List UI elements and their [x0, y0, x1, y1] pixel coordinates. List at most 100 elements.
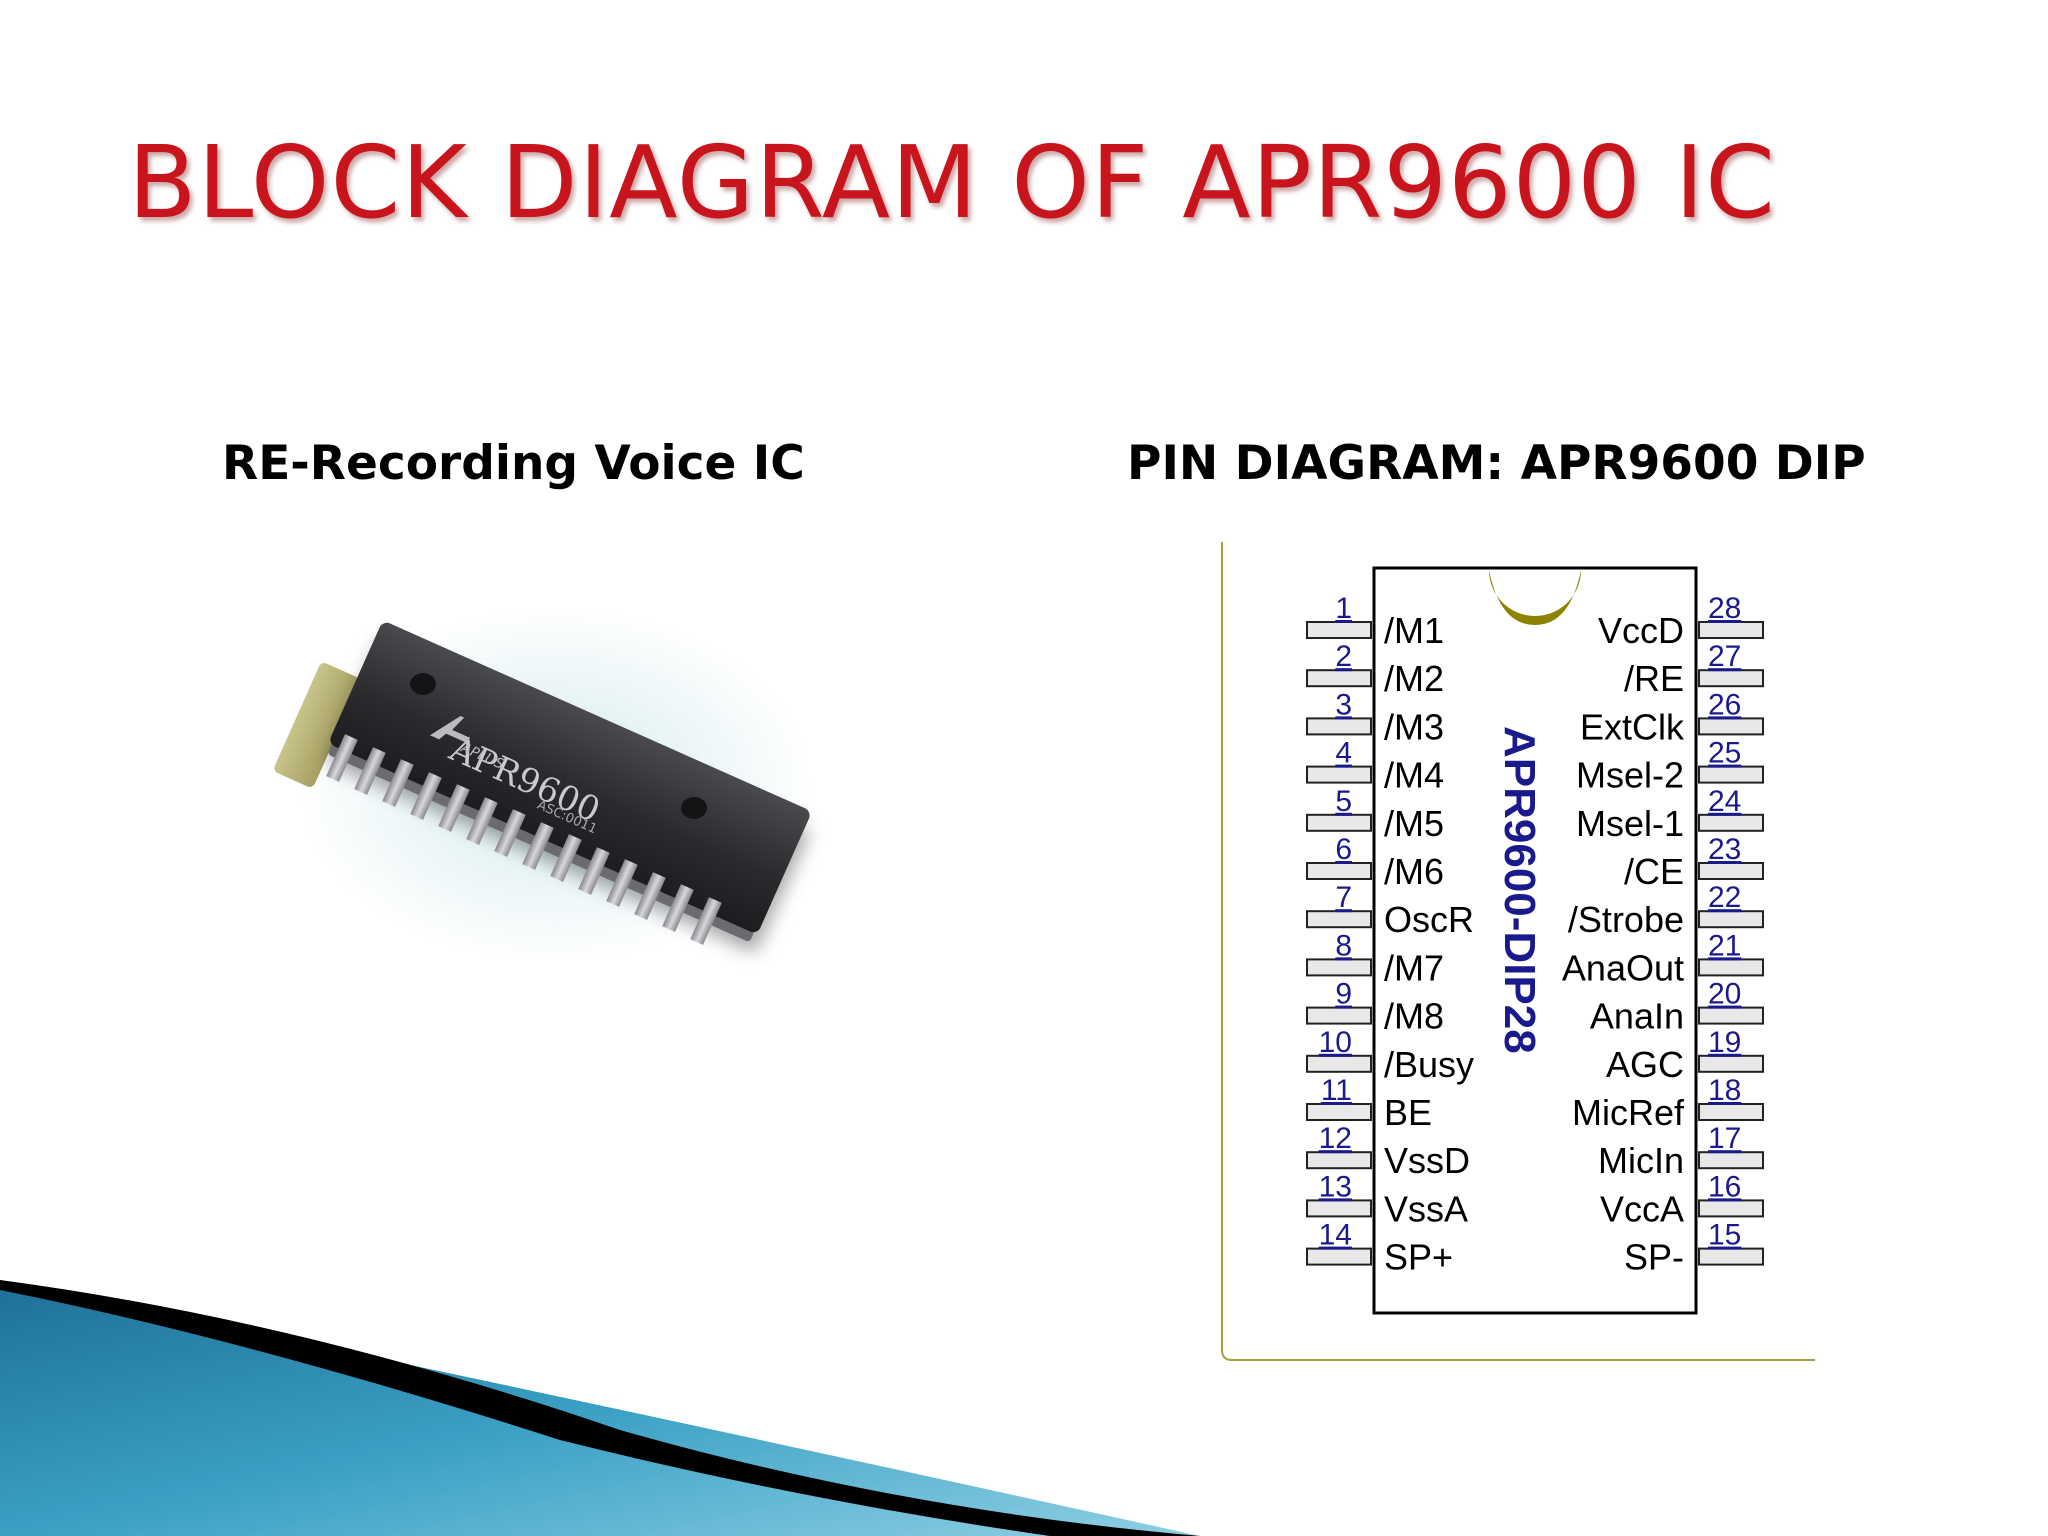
pin-label: Msel-1 — [1576, 803, 1684, 844]
pin-lead — [1306, 862, 1372, 880]
pin-label: MicIn — [1598, 1140, 1684, 1181]
pin-lead — [1698, 1199, 1764, 1218]
pin-number: 28 — [1708, 592, 1741, 625]
pin-label: /M1 — [1384, 610, 1444, 651]
pin-lead — [1306, 669, 1372, 688]
chip-mold-dot — [681, 797, 707, 819]
pin-lead — [1698, 1103, 1764, 1121]
pin-row: 1/M1 — [1306, 592, 1444, 651]
package-outline — [1372, 566, 1698, 1315]
pin-row: 4/M4 — [1306, 737, 1444, 796]
package-label: APR9600-DIP28 — [1495, 726, 1544, 1054]
pin-label: BE — [1384, 1092, 1432, 1133]
pin-number: 7 — [1335, 881, 1352, 914]
pin-lead — [1698, 910, 1764, 929]
pin-label: Msel-2 — [1576, 755, 1684, 796]
chip-mold-dot — [410, 673, 436, 695]
slide-title: BLOCK DIAGRAM OF APR9600 IC — [128, 124, 1776, 241]
pin-lead — [1306, 765, 1372, 784]
pin-lead — [1306, 1151, 1372, 1170]
right-pin-column: 28VccD27/RE26ExtClk25Msel-224Msel-123/CE… — [1562, 592, 1764, 1278]
pin-lead — [1698, 862, 1764, 880]
pin-label: /M3 — [1384, 706, 1444, 747]
pin-label: /RE — [1624, 658, 1684, 699]
pin-diagram-heading: PIN DIAGRAM: APR9600 DIP — [1127, 436, 1866, 491]
pin-row: 8/M7 — [1306, 929, 1444, 988]
pin-number: 18 — [1708, 1074, 1741, 1107]
left-pin-column: 1/M12/M23/M34/M45/M56/M67OscR8/M79/M810/… — [1306, 592, 1474, 1278]
pin-number: 11 — [1321, 1074, 1352, 1107]
swoosh-black — [0, 1280, 1200, 1536]
pin-label: AnaIn — [1590, 996, 1684, 1037]
pin-lead — [1306, 813, 1372, 832]
pin-number: 26 — [1708, 688, 1741, 721]
pin-lead — [1698, 958, 1764, 977]
pin-number: 5 — [1335, 785, 1352, 818]
pin-number: 3 — [1335, 688, 1352, 721]
pin-number: 17 — [1708, 1122, 1741, 1155]
pin-row: 23/CE — [1624, 833, 1764, 892]
pin-number: 9 — [1335, 978, 1352, 1011]
diagram-frame — [1221, 542, 1815, 1361]
pin-number: 27 — [1708, 640, 1741, 673]
pin-lead — [1698, 1247, 1764, 1266]
pin-lead — [1698, 621, 1764, 639]
pin-label: /M6 — [1384, 851, 1444, 892]
chip-photo: APR9600 ASC:0011 APLUS — [272, 585, 820, 975]
pin-label: SP- — [1624, 1237, 1684, 1278]
pin-number: 24 — [1708, 785, 1741, 818]
pin-label: VssA — [1384, 1188, 1468, 1229]
pin-label: AnaOut — [1562, 947, 1684, 988]
pin-row: 3/M3 — [1306, 688, 1444, 747]
pin-label: VccD — [1598, 610, 1684, 651]
pin-number: 10 — [1319, 1026, 1352, 1059]
pin-number: 19 — [1708, 1026, 1741, 1059]
pin-number: 23 — [1708, 833, 1741, 866]
pin-lead — [1306, 1199, 1372, 1218]
pin-label: SP+ — [1384, 1237, 1453, 1278]
pin-lead — [1698, 717, 1764, 736]
pin-row: 6/M6 — [1306, 833, 1444, 892]
pin-lead — [1306, 1054, 1372, 1073]
pin-row: 10/Busy — [1306, 1026, 1474, 1085]
pin-lead — [1698, 765, 1764, 784]
pin-label: VccA — [1600, 1188, 1684, 1229]
pin-number: 4 — [1335, 737, 1352, 770]
pin-label: VssD — [1384, 1140, 1470, 1181]
pin-lead — [1698, 669, 1764, 688]
pin-number: 6 — [1335, 833, 1352, 866]
pin-lead — [1698, 1054, 1764, 1073]
pin-lead — [1306, 1247, 1372, 1266]
pin-lead — [1306, 1103, 1372, 1121]
pin-label: /M5 — [1384, 803, 1444, 844]
pin-row: 9/M8 — [1306, 978, 1444, 1037]
pin-lead — [1698, 1151, 1764, 1170]
pin-number: 2 — [1335, 640, 1352, 673]
pin-number: 25 — [1708, 737, 1741, 770]
pin-number: 1 — [1335, 592, 1352, 625]
pin-row: 27/RE — [1624, 640, 1764, 699]
pin-label: /M8 — [1384, 996, 1444, 1037]
pin-number: 14 — [1319, 1219, 1352, 1252]
pin-label: /Busy — [1384, 1044, 1474, 1085]
pin-label: /M7 — [1384, 947, 1444, 988]
pin-lead — [1698, 813, 1764, 832]
pin-label: /CE — [1624, 851, 1684, 892]
pin-lead — [1306, 621, 1372, 639]
pin-lead — [1306, 1006, 1372, 1025]
